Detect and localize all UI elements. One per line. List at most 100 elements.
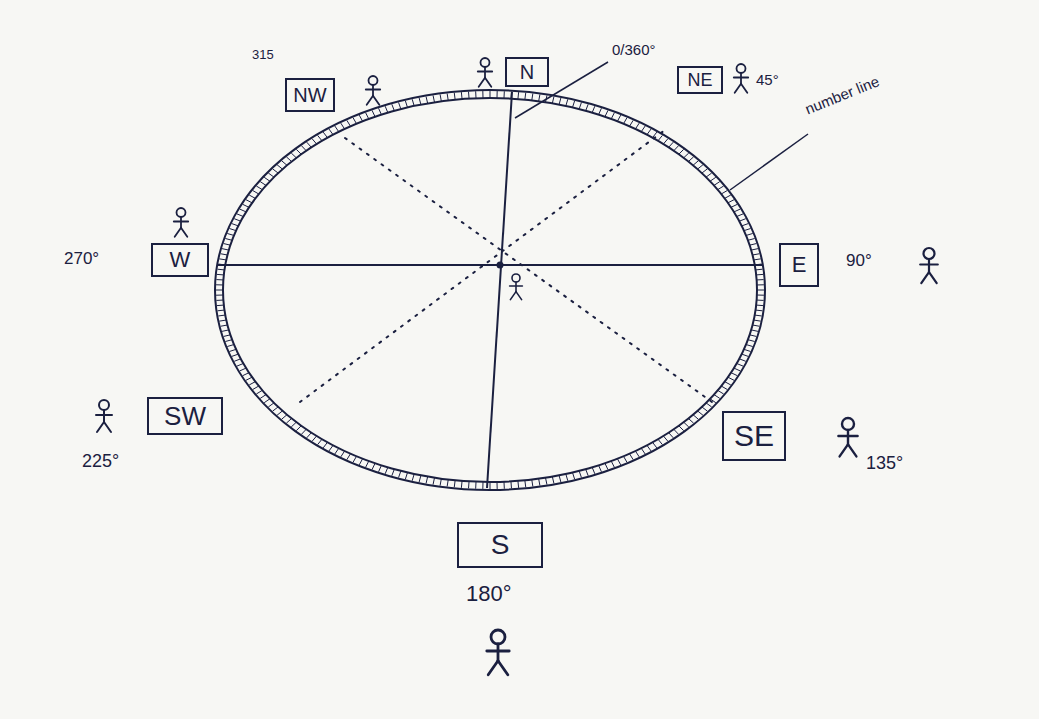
- tick-mark: [229, 229, 236, 231]
- east-west-line: [218, 264, 762, 266]
- direction-label: S: [491, 531, 510, 559]
- tick-mark: [224, 244, 231, 246]
- direction-box: NE: [677, 66, 723, 94]
- tick-mark: [216, 290, 223, 291]
- tick-mark: [447, 93, 448, 100]
- tick-mark: [750, 244, 757, 246]
- tick-mark: [222, 249, 229, 250]
- tick-mark: [240, 368, 246, 371]
- degree-label: 0/360°: [612, 42, 656, 59]
- degree-label: 90°: [846, 252, 872, 271]
- tick-mark: [359, 115, 362, 121]
- tick-mark: [693, 161, 698, 166]
- tick-mark: [286, 418, 291, 423]
- tick-mark: [599, 108, 602, 114]
- tick-mark: [611, 461, 614, 467]
- tick-mark: [225, 238, 232, 240]
- tick-mark: [291, 153, 296, 158]
- tick-mark: [728, 200, 734, 203]
- degree-label: 225°: [82, 452, 119, 472]
- tick-mark: [751, 249, 758, 250]
- tick-mark: [546, 478, 547, 485]
- stick-figure: [174, 208, 188, 237]
- tick-mark: [559, 475, 561, 482]
- tick-mark: [440, 94, 441, 101]
- stick-figure: [510, 274, 523, 300]
- tick-mark: [679, 426, 684, 431]
- tick-mark: [237, 214, 243, 217]
- tick-mark: [754, 320, 761, 321]
- tick-mark: [419, 475, 421, 482]
- tick-mark: [693, 415, 698, 420]
- tick-mark: [753, 325, 760, 326]
- tick-mark: [405, 101, 407, 108]
- leader-line: [515, 62, 608, 118]
- tick-mark: [739, 359, 746, 362]
- tick-mark: [379, 465, 382, 471]
- leader-line: [730, 134, 808, 190]
- tick-mark: [592, 106, 595, 112]
- tick-mark: [246, 377, 252, 380]
- tick-mark: [658, 439, 662, 444]
- tick-mark: [510, 481, 512, 488]
- tick-mark: [742, 224, 749, 226]
- direction-box: S: [457, 522, 543, 568]
- tick-mark: [552, 477, 554, 484]
- tick-mark: [617, 459, 620, 465]
- tick-mark: [307, 142, 312, 147]
- tick-mark: [234, 219, 241, 222]
- tick-mark: [216, 284, 223, 285]
- tick-mark: [490, 91, 491, 98]
- stick-figure: [366, 76, 380, 105]
- tick-mark: [323, 132, 327, 138]
- tick-mark: [237, 363, 243, 366]
- tick-mark: [412, 99, 414, 106]
- tick-mark: [224, 335, 231, 337]
- tick-mark: [746, 233, 753, 235]
- tick-mark: [566, 474, 568, 481]
- inner-ring: [223, 98, 757, 482]
- tick-mark: [426, 96, 428, 103]
- tick-mark: [385, 467, 388, 473]
- tick-mark: [503, 91, 504, 98]
- tick-mark: [232, 224, 239, 226]
- tick-mark: [227, 233, 234, 235]
- tick-mark: [532, 93, 533, 100]
- tick-mark: [312, 436, 317, 441]
- tick-mark: [216, 300, 223, 301]
- tick-mark: [277, 165, 282, 169]
- direction-box: SE: [722, 411, 786, 461]
- tick-mark: [225, 340, 232, 342]
- tick-mark: [517, 481, 519, 488]
- tick-mark: [750, 335, 757, 337]
- tick-mark: [461, 481, 463, 488]
- tick-mark: [592, 467, 595, 473]
- tick-mark: [234, 359, 241, 362]
- tick-mark: [229, 349, 236, 351]
- tick-mark: [586, 469, 589, 476]
- tick-mark: [385, 106, 388, 112]
- tick-mark: [475, 482, 476, 489]
- tick-mark: [461, 92, 463, 99]
- tick-mark: [734, 368, 740, 371]
- tick-mark: [216, 279, 223, 280]
- tick-marks: [216, 91, 764, 489]
- tick-mark: [277, 411, 282, 415]
- tick-mark: [658, 135, 662, 140]
- tick-mark: [323, 442, 327, 448]
- direction-box: SW: [147, 397, 223, 435]
- tick-mark: [312, 139, 317, 144]
- tick-mark: [366, 113, 369, 119]
- tick-mark: [433, 95, 434, 102]
- tick-mark: [674, 429, 679, 434]
- tick-mark: [496, 482, 497, 489]
- tick-mark: [482, 482, 483, 489]
- tick-mark: [746, 345, 753, 347]
- tick-mark: [227, 345, 234, 347]
- tick-mark: [318, 439, 322, 444]
- tick-mark: [392, 469, 395, 476]
- tick-mark: [240, 209, 246, 212]
- direction-label: NE: [687, 71, 712, 89]
- tick-mark: [301, 146, 306, 151]
- tick-mark: [725, 382, 731, 385]
